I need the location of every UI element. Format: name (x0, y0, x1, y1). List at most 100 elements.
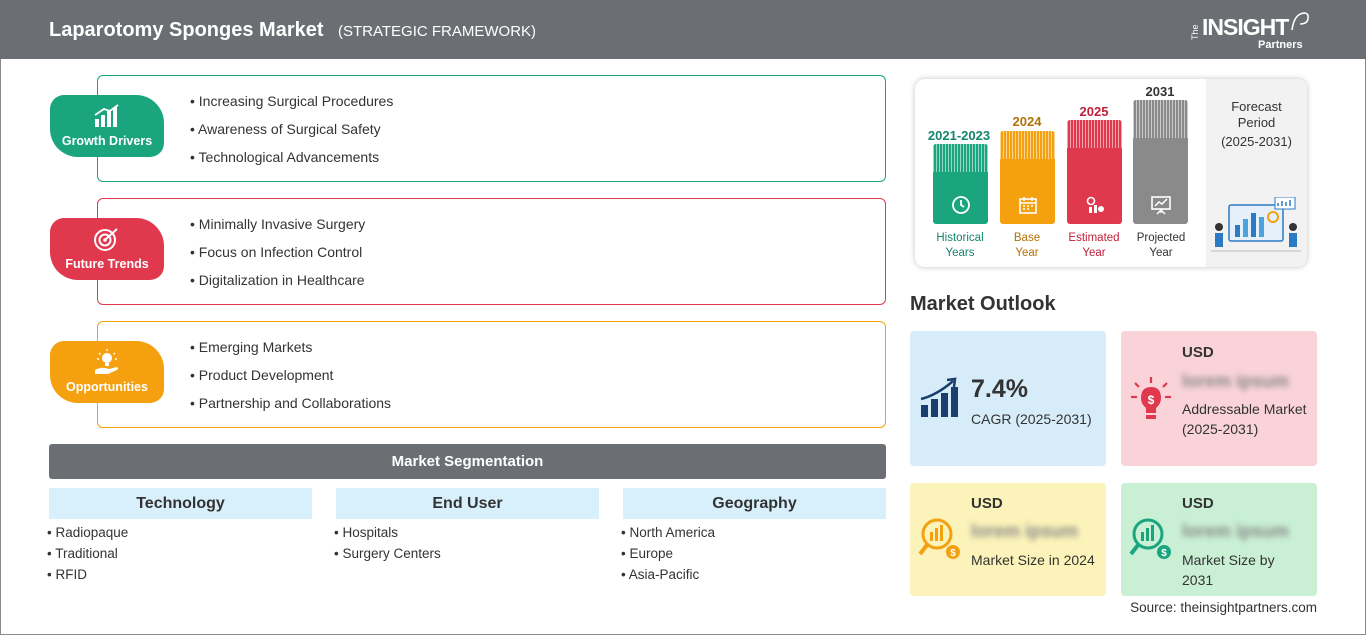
svg-text:$: $ (1148, 393, 1155, 407)
market-size-2031-card: USD lorem ipsum $ Market Size by 2031 (1121, 483, 1317, 596)
list-item: Partnership and Collaborations (190, 395, 391, 423)
lightbulb-hand-icon (95, 349, 118, 374)
insight-partners-logo[interactable]: The INSIGHT Partners (1190, 10, 1320, 54)
market-outlook-title: Market Outlook (910, 293, 1056, 315)
list-item: Product Development (190, 367, 391, 395)
analytics-team-illustration-icon (1211, 197, 1301, 252)
list-item: Emerging Markets (190, 339, 391, 367)
target-icon (94, 228, 118, 251)
magnifier-chart-dollar-icon: $ (918, 518, 960, 559)
year-projected: 2031 (1145, 84, 1175, 99)
gears-chart-icon (1086, 196, 1104, 213)
year-estimated: 2025 (1079, 104, 1109, 119)
forecast-line1: Forecast (1231, 99, 1282, 114)
forecast-period-text: Forecast Period (2025-2031) (1206, 99, 1307, 150)
logo-partners: Partners (1258, 39, 1303, 51)
list-item: Awareness of Surgical Safety (190, 121, 393, 149)
year-base: 2024 (1012, 114, 1042, 129)
growth-drivers-tag: Growth Drivers (50, 95, 164, 157)
opportunities-tag: Opportunities (50, 341, 164, 403)
growth-drivers-list: Increasing Surgical Procedures Awareness… (190, 93, 393, 177)
list-item: Minimally Invasive Surgery (190, 216, 366, 244)
addressable-value: lorem ipsum (1182, 371, 1290, 391)
market-segmentation-bar: Market Segmentation (49, 444, 886, 479)
lightbulb-dollar-icon: $ (1131, 377, 1171, 419)
label-projected-line1: Projected (1136, 232, 1186, 244)
list-item: Hospitals (334, 525, 441, 546)
list-item: Europe (621, 546, 715, 567)
segment-end-user-head: End User (336, 488, 599, 519)
future-trends-label: Future Trends (65, 257, 149, 271)
label-base-line1: Base (1013, 232, 1041, 244)
list-item: Asia-Pacific (621, 567, 715, 588)
logo-the: The (1190, 24, 1200, 40)
magnifier-chart-dollar-icon: $ (1129, 518, 1171, 559)
page-title: Laparotomy Sponges Market (49, 19, 324, 41)
forecast-line3: (2025-2031) (1221, 134, 1292, 149)
growth-chart-icon (94, 104, 119, 127)
forecast-line2: Period (1237, 115, 1276, 130)
future-trends-list: Minimally Invasive Surgery Focus on Infe… (190, 216, 366, 300)
logo-swoosh-icon (1291, 12, 1309, 31)
cagr-card: 7.4% CAGR (2025-2031) (910, 331, 1106, 466)
calendar-icon (1019, 197, 1037, 214)
segment-technology-head: Technology (49, 488, 312, 519)
source-credit[interactable]: Source: theinsightpartners.com (1130, 600, 1317, 615)
label-historical-line1: Historical (936, 232, 984, 244)
size-2031-usd: USD (1182, 495, 1214, 512)
segment-technology-list: Radiopaque Traditional RFID (47, 525, 128, 588)
label-base-line2: Year (1015, 247, 1039, 259)
list-item: Focus on Infection Control (190, 244, 365, 272)
addressable-usd: USD (1182, 344, 1214, 361)
addressable-label: Addressable Market (2025-2031) (1182, 401, 1307, 437)
market-size-2024-card: USD lorem ipsum $ Market Size in 2024 (910, 483, 1106, 596)
growth-drivers-label: Growth Drivers (61, 134, 153, 148)
svg-text:$: $ (1161, 548, 1167, 559)
list-item: Technological Advancements (190, 149, 393, 177)
list-item: RFID (47, 567, 128, 588)
label-estimated-line2: Year (1082, 247, 1106, 259)
history-clock-icon (952, 196, 970, 214)
forecast-period-panel: Forecast Period (2025-2031) (1206, 79, 1307, 267)
list-item: North America (621, 525, 715, 546)
page-subtitle: (STRATEGIC FRAMEWORK) (338, 23, 537, 40)
opportunities-list: Emerging Markets Product Development Par… (190, 339, 391, 423)
cagr-value: 7.4% (971, 375, 1028, 403)
opportunities-box: Emerging Markets Product Development Par… (97, 321, 886, 428)
svg-text:$: $ (950, 548, 956, 559)
list-item: Radiopaque (47, 525, 128, 546)
label-historical-line2: Years (945, 247, 975, 259)
addressable-market-card: USD lorem ipsum $ Addressable Market (20… (1121, 331, 1317, 466)
list-item: Digitalization in Healthcare (190, 272, 365, 300)
bar-projected (1133, 100, 1188, 224)
segment-geography-list: North America Europe Asia-Pacific (621, 525, 715, 588)
growth-bars-arrow-icon (920, 377, 958, 417)
size-2031-label: Market Size by 2031 (1182, 552, 1275, 588)
bar-estimated (1067, 120, 1122, 224)
size-2024-usd: USD (971, 495, 1003, 512)
segment-end-user-list: Hospitals Surgery Centers (334, 525, 441, 567)
logo-brand: INSIGHT (1202, 14, 1289, 40)
future-trends-tag: Future Trends (50, 218, 164, 280)
size-2024-label: Market Size in 2024 (971, 552, 1095, 568)
segment-geography-head: Geography (623, 488, 886, 519)
label-projected-line2: Year (1149, 247, 1173, 259)
list-item: Surgery Centers (334, 546, 440, 567)
list-item: Traditional (47, 546, 128, 567)
cagr-label: CAGR (2025-2031) (971, 411, 1092, 427)
future-trends-box: Minimally Invasive Surgery Focus on Infe… (97, 198, 886, 305)
size-2024-value: lorem ipsum (971, 521, 1079, 541)
bar-base (1000, 131, 1055, 224)
presentation-chart-icon (1151, 196, 1171, 215)
bar-historical (933, 144, 988, 224)
header-bar: Laparotomy Sponges Market (STRATEGIC FRA… (0, 0, 1366, 59)
opportunities-label: Opportunities (66, 380, 148, 394)
list-item: Increasing Surgical Procedures (190, 93, 394, 121)
label-estimated-line1: Estimated (1068, 232, 1120, 244)
year-historical: 2021-2023 (927, 128, 991, 143)
